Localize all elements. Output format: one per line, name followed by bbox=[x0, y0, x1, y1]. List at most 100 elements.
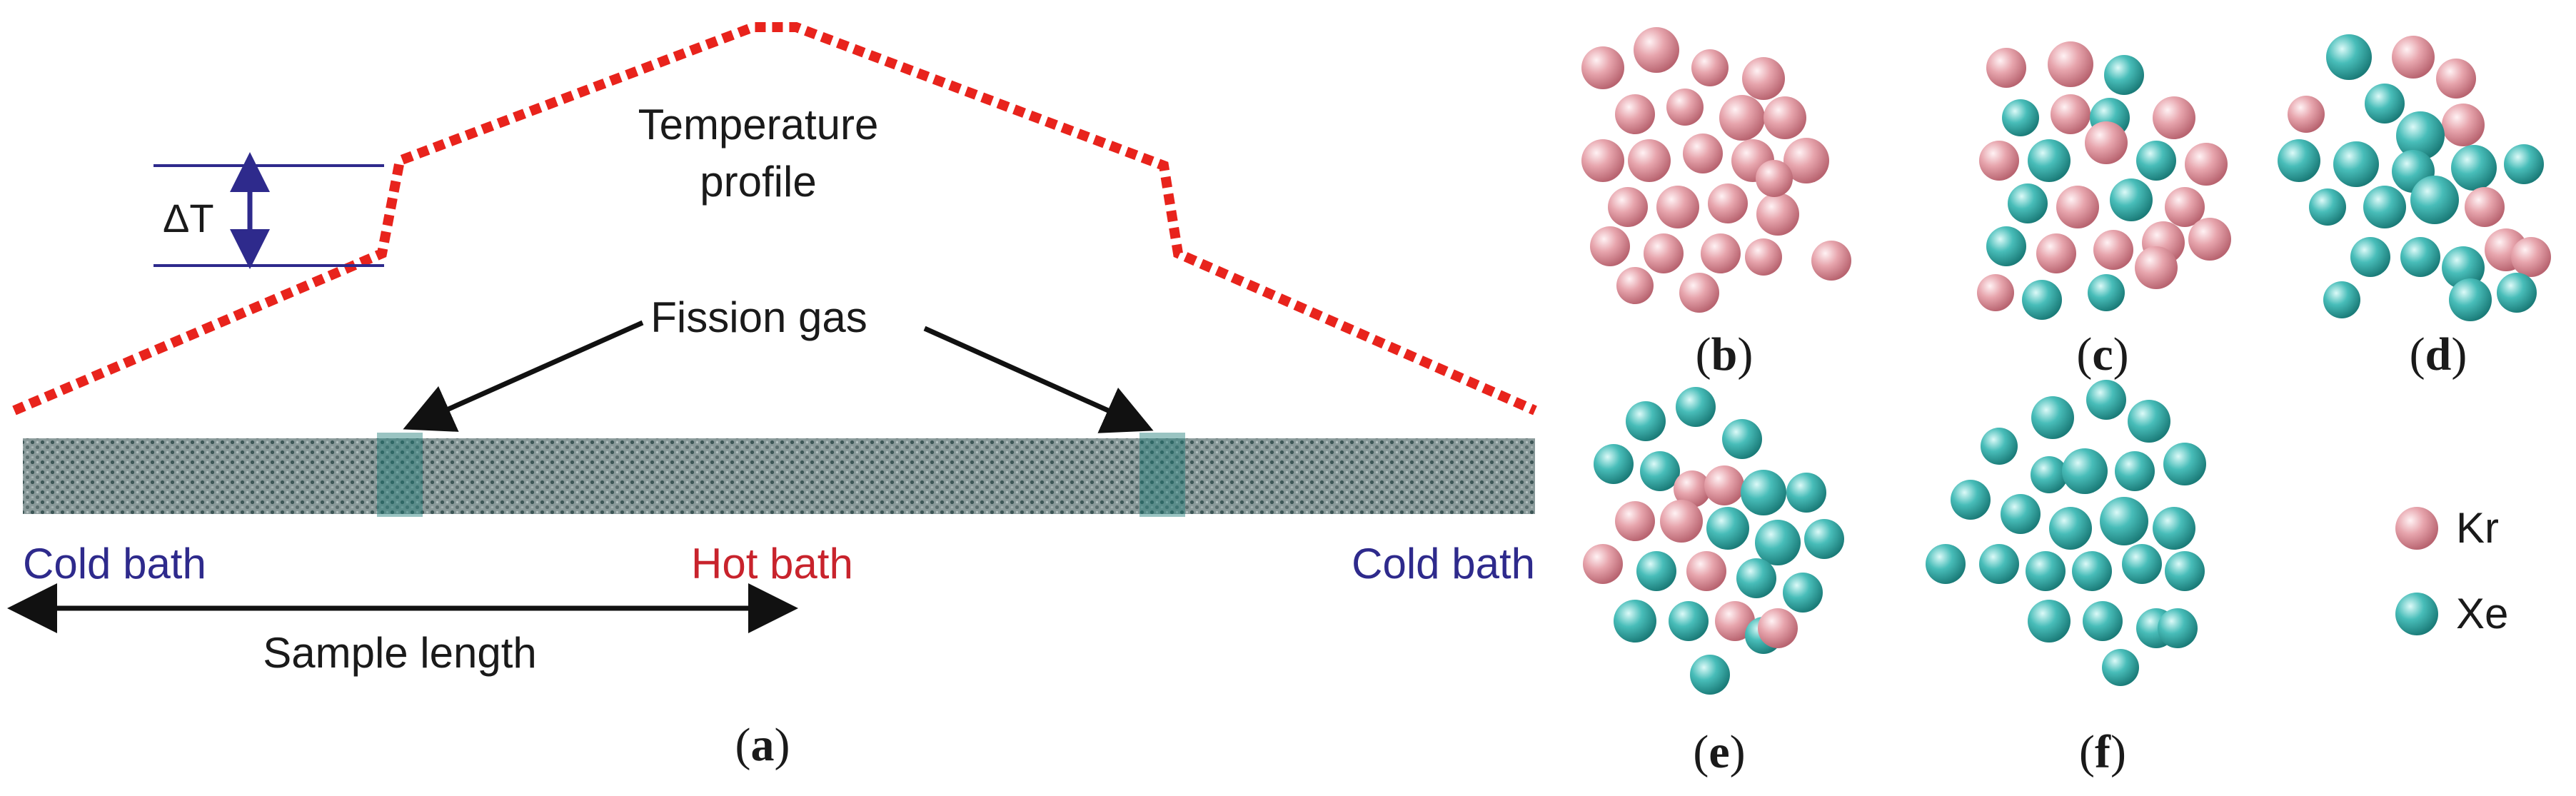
xe-atom bbox=[2031, 456, 2068, 493]
xe-atom bbox=[1676, 387, 1716, 427]
atom-cluster-d bbox=[2278, 34, 2551, 321]
kr-atom bbox=[1756, 160, 1793, 197]
xe-atom bbox=[2083, 601, 2123, 641]
kr-atom bbox=[1708, 183, 1748, 223]
xe-atom bbox=[1626, 401, 1666, 441]
kr-atom bbox=[1628, 139, 1671, 182]
atom-cluster-b bbox=[1581, 27, 1851, 313]
xe-atom bbox=[1706, 507, 1749, 550]
xe-atom bbox=[2072, 551, 2112, 591]
xe-atom bbox=[1926, 544, 1966, 584]
kr-atom bbox=[1683, 133, 1723, 173]
kr-atom bbox=[1783, 138, 1829, 183]
fission-gas-arrow-right bbox=[923, 326, 1154, 433]
xe-atom bbox=[1722, 419, 1762, 459]
xe-atom bbox=[2278, 139, 2320, 182]
xe-atom bbox=[2350, 237, 2390, 277]
kr-atom bbox=[1581, 46, 1624, 89]
kr-atom bbox=[1977, 274, 2014, 311]
fission-gas-region-right bbox=[1139, 433, 1185, 517]
xe-atom bbox=[2400, 237, 2440, 277]
kr-atom bbox=[1758, 608, 1798, 648]
xe-atom bbox=[2028, 600, 2071, 643]
kr-atom bbox=[1581, 139, 1624, 182]
panel-label-b: (b) bbox=[1696, 328, 1754, 381]
xe-atom bbox=[1986, 226, 2026, 266]
xe-atom bbox=[2136, 141, 2176, 181]
panel-label-e: (e) bbox=[1693, 726, 1745, 778]
panel-label-a: (a) bbox=[735, 719, 790, 771]
xe-atom bbox=[1786, 473, 1826, 513]
kr-atom bbox=[1674, 470, 1711, 508]
kr-atom bbox=[2188, 218, 2231, 261]
xe-atom bbox=[2497, 273, 2537, 313]
xe-atom bbox=[1614, 600, 1656, 643]
xe-atom bbox=[2309, 188, 2346, 226]
kr-atom bbox=[2135, 246, 2178, 289]
legend-xe-label: Xe bbox=[2456, 590, 2508, 638]
atom-cluster-e bbox=[1583, 387, 1844, 695]
kr-atom bbox=[1756, 193, 1799, 236]
kr-atom bbox=[2048, 41, 2093, 87]
xe-atom bbox=[2326, 34, 2372, 80]
kr-atom bbox=[1986, 48, 2026, 88]
xe-atom bbox=[2110, 178, 2153, 221]
temperature-profile-label-line2: profile bbox=[700, 158, 816, 206]
sample-length-label: Sample length bbox=[263, 629, 537, 677]
xe-atom bbox=[1636, 551, 1676, 591]
xe-atom bbox=[2049, 507, 2092, 550]
atom-cluster-c bbox=[1977, 41, 2231, 320]
legend-xe-atom bbox=[2395, 593, 2438, 635]
kr-atom bbox=[2051, 94, 2091, 134]
kr-atom bbox=[2093, 230, 2133, 270]
kr-atom bbox=[1979, 141, 2019, 181]
xe-atom bbox=[2022, 280, 2062, 320]
kr-atom bbox=[1715, 601, 1755, 641]
xe-atom bbox=[1951, 480, 1991, 520]
xe-atom bbox=[1979, 544, 2019, 584]
kr-atom bbox=[1764, 96, 1806, 139]
kr-atom bbox=[1686, 551, 1726, 591]
kr-atom bbox=[1634, 27, 1679, 73]
temperature-profile-line bbox=[12, 22, 1537, 415]
xe-atom bbox=[2410, 176, 2459, 224]
cold-bath-right-label: Cold bath bbox=[1352, 540, 1535, 588]
kr-atom bbox=[1719, 95, 1765, 141]
kr-atom bbox=[1656, 186, 1699, 228]
legend-kr-atom bbox=[2395, 507, 2438, 550]
cold-bath-left-label: Cold bath bbox=[23, 540, 206, 588]
kr-atom bbox=[1616, 267, 1654, 304]
kr-atom bbox=[1679, 273, 1719, 313]
xe-atom bbox=[2165, 551, 2205, 591]
kr-atom bbox=[2392, 36, 2435, 79]
xe-atom bbox=[2104, 55, 2144, 95]
xe-atom bbox=[2088, 274, 2125, 311]
xe-atom bbox=[2028, 139, 2071, 182]
xe-atom bbox=[2442, 246, 2485, 289]
xe-atom bbox=[2396, 111, 2445, 160]
kr-atom bbox=[2185, 143, 2228, 186]
kr-atom bbox=[1615, 94, 1655, 134]
xe-atom bbox=[2115, 451, 2155, 491]
sample-lattice bbox=[23, 438, 1535, 514]
xe-atom bbox=[1804, 519, 1844, 559]
kr-atom bbox=[1583, 544, 1623, 584]
xe-atom bbox=[1690, 655, 1730, 695]
xe-atom bbox=[2128, 400, 2170, 443]
kr-atom bbox=[2056, 186, 2099, 228]
xe-atom bbox=[2451, 145, 2497, 191]
xe-atom bbox=[2031, 396, 2074, 439]
xe-atom bbox=[2365, 84, 2405, 124]
panel-label-c: (c) bbox=[2076, 328, 2128, 381]
kr-atom bbox=[1704, 465, 1744, 505]
temperature-profile-label-line1: Temperature bbox=[638, 101, 879, 148]
xe-atom bbox=[2323, 281, 2360, 318]
kr-atom bbox=[1691, 49, 1729, 86]
kr-atom bbox=[2036, 233, 2076, 273]
xe-atom bbox=[2086, 380, 2126, 420]
xe-atom bbox=[2026, 551, 2066, 591]
xe-atom bbox=[2102, 649, 2139, 686]
xe-atom bbox=[2163, 443, 2206, 485]
kr-atom bbox=[1742, 57, 1785, 100]
